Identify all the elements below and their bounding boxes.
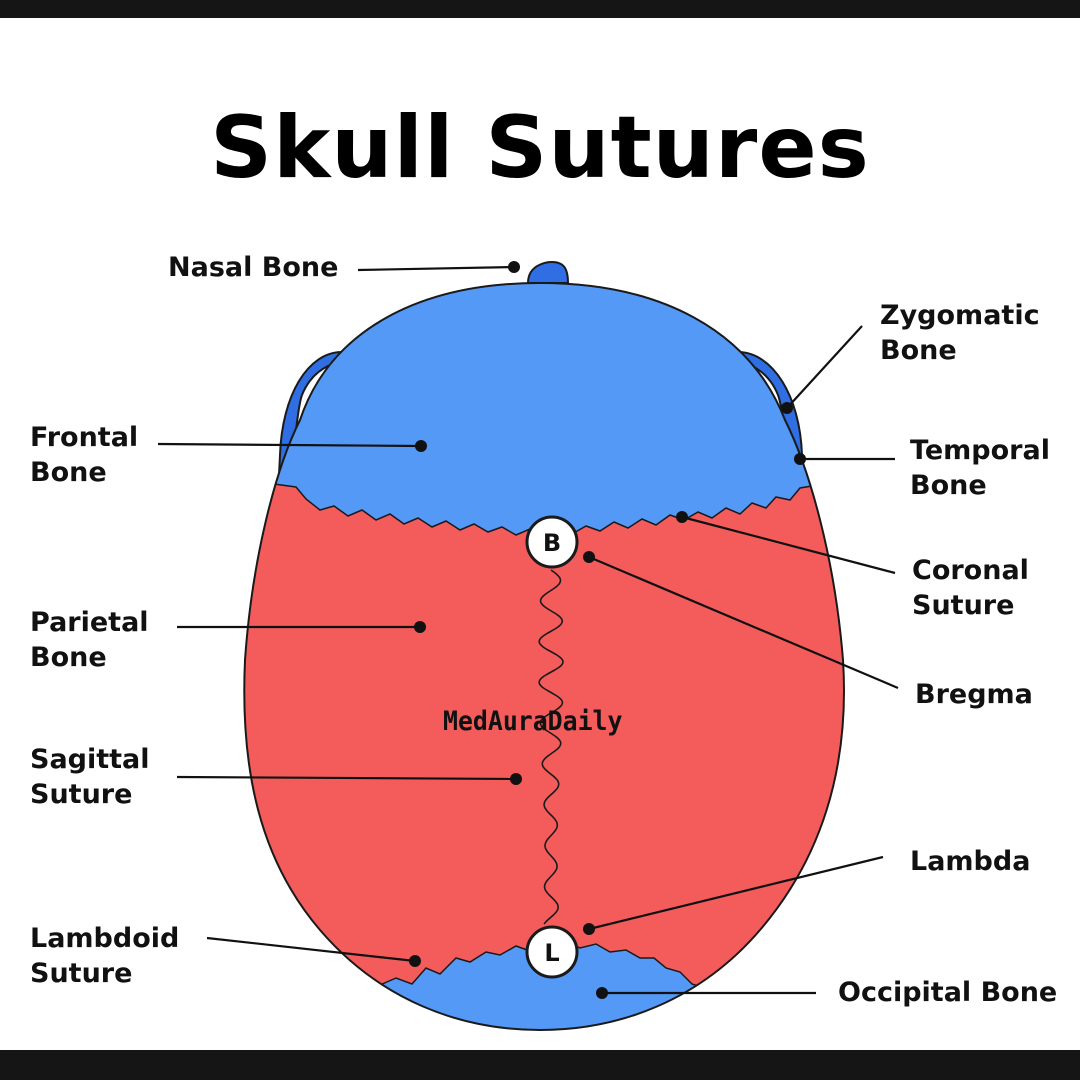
watermark: MedAuraDaily [443, 706, 623, 737]
leader-frontal-bone [157, 442, 422, 448]
label-frontal-line1: Frontal [30, 422, 139, 453]
label-frontal-line2: Bone [30, 457, 107, 488]
label-zygomatic-line1: Zygomatic [880, 300, 1040, 331]
label-lambda-text: Lambda [910, 846, 1031, 877]
leader-lambda [588, 855, 884, 931]
leader-nasal-bone [357, 265, 515, 272]
label-coronal-line1: Coronal [912, 555, 1029, 586]
bottom-frame-bar [0, 1050, 1080, 1080]
label-occipital-bone: Occipital Bone [838, 975, 1057, 1010]
skull-outline [243, 281, 845, 1032]
bregma-marker-letter: B [543, 529, 561, 557]
label-sagittal-line1: Sagittal [30, 744, 150, 775]
label-frontal-bone: Frontal Bone [30, 420, 138, 490]
dot-temporal-bone [794, 453, 806, 465]
label-parietal-line2: Bone [30, 642, 107, 673]
dot-bregma [583, 551, 595, 563]
label-lambda: Lambda [910, 844, 1030, 879]
sagittal-suture-line [538, 569, 564, 925]
label-parietal-line1: Parietal [30, 607, 149, 638]
dot-coronal-suture [676, 511, 688, 523]
dot-sagittal-suture [510, 773, 522, 785]
nasal-bone [526, 260, 570, 284]
lambda-marker: L [525, 925, 579, 979]
label-coronal-suture: Coronal Suture [912, 553, 1029, 623]
label-sagittal-line2: Suture [30, 779, 133, 810]
dot-lambda [583, 923, 595, 935]
leader-sagittal-suture [176, 775, 517, 781]
label-zygomatic-bone: Zygomatic Bone [880, 298, 1040, 368]
bregma-marker: B [525, 515, 579, 569]
label-temporal-line1: Temporal [910, 435, 1050, 466]
dot-nasal-bone [508, 261, 520, 273]
label-sagittal-suture: Sagittal Suture [30, 742, 150, 812]
leader-zygomatic-bone [786, 325, 863, 409]
leader-lambdoid-suture [206, 936, 416, 963]
label-zygomatic-line2: Bone [880, 335, 957, 366]
lambda-marker-letter: L [544, 939, 559, 967]
page-title: Skull Sutures [210, 98, 870, 198]
leader-dots [409, 261, 806, 999]
label-lambdoid-line1: Lambdoid [30, 923, 180, 954]
label-temporal-bone: Temporal Bone [910, 433, 1050, 503]
label-coronal-line2: Suture [912, 590, 1015, 621]
frontal-bone-region [244, 283, 844, 537]
label-lambdoid-suture: Lambdoid Suture [30, 921, 179, 991]
leader-coronal-suture [681, 515, 896, 575]
label-parietal-bone: Parietal Bone [30, 605, 149, 675]
leader-lines [157, 265, 899, 995]
label-occipital-bone-text: Occipital Bone [838, 977, 1058, 1008]
dot-zygomatic-bone [781, 402, 793, 414]
dot-lambdoid-suture [409, 955, 421, 967]
dot-parietal-bone [414, 621, 426, 633]
label-bregma-text: Bregma [915, 679, 1033, 710]
label-lambdoid-line2: Suture [30, 958, 133, 989]
leader-bregma [588, 555, 899, 690]
label-nasal-bone: Nasal Bone [168, 250, 338, 285]
label-temporal-line2: Bone [910, 470, 987, 501]
dot-occipital-bone [596, 987, 608, 999]
dot-frontal-bone [415, 440, 427, 452]
top-frame-bar [0, 0, 1080, 18]
label-bregma: Bregma [915, 677, 1033, 712]
label-nasal-bone-text: Nasal Bone [168, 252, 339, 283]
